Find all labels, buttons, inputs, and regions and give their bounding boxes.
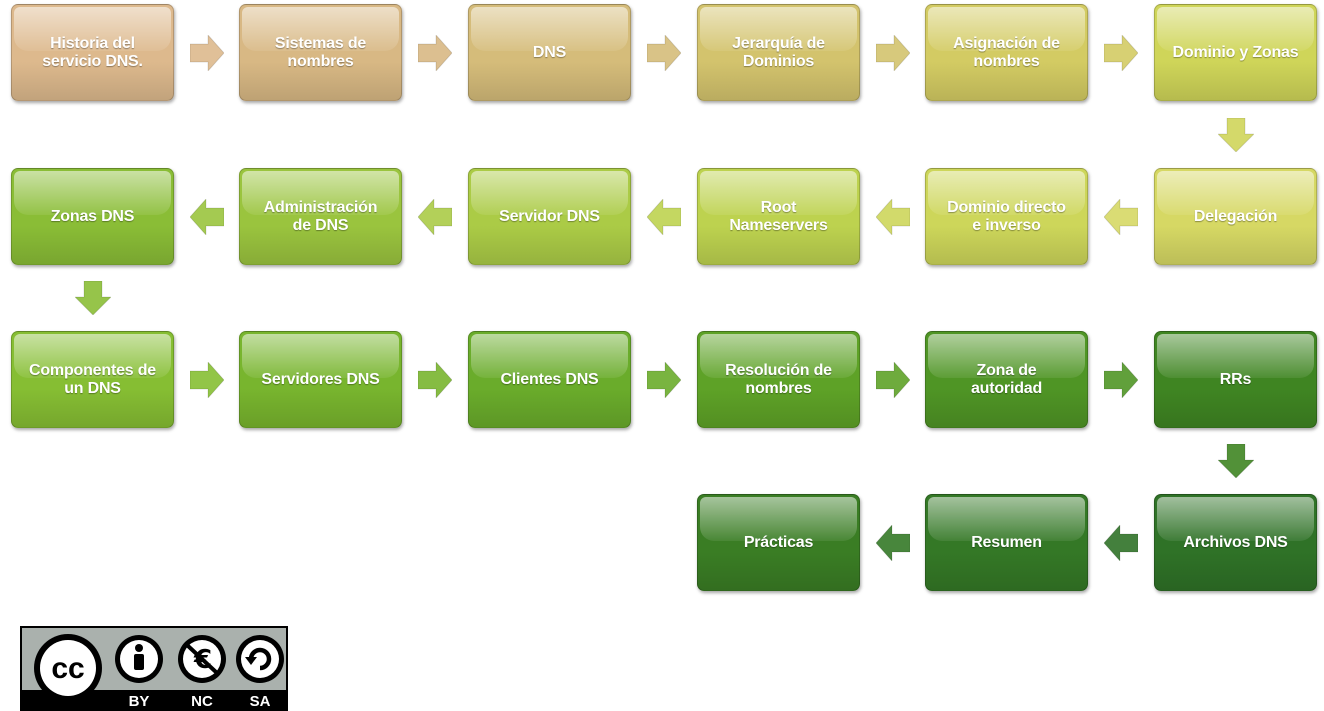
flow-step-12[interactable]: Zonas DNS bbox=[11, 168, 174, 265]
arrow-right-icon bbox=[418, 361, 452, 398]
flow-step-label: Servidor DNS bbox=[499, 207, 600, 225]
flow-step-7[interactable]: Delegación bbox=[1154, 168, 1317, 265]
cc-license-graphic: cc € BY NC SA bbox=[22, 628, 286, 709]
creative-commons-icon: cc bbox=[34, 634, 102, 702]
arrow-left-icon bbox=[189, 198, 224, 235]
flow-step-label: Jerarquía de Dominios bbox=[732, 34, 825, 70]
flow-step-label: Resumen bbox=[971, 533, 1042, 551]
flow-step-label: Resolución de nombres bbox=[725, 361, 832, 397]
arrow-left-icon bbox=[647, 198, 681, 235]
flow-step-label: Dominio directo e inverso bbox=[947, 198, 1066, 234]
flow-step-label: DNS bbox=[532, 43, 567, 61]
flow-step-label: Asignación de nombres bbox=[953, 34, 1060, 70]
flow-step-label: Sistemas de nombres bbox=[274, 34, 367, 70]
arrow-right-icon bbox=[418, 34, 452, 71]
flow-step-1[interactable]: Historia del servicio DNS. bbox=[11, 4, 174, 101]
license-label-sa: SA bbox=[250, 693, 271, 709]
flow-step-label: Archivos DNS bbox=[1183, 533, 1288, 551]
license-label-by: BY bbox=[129, 693, 150, 709]
arrow-left-icon bbox=[1104, 198, 1138, 235]
flow-step-label: Zonas DNS bbox=[50, 207, 135, 225]
license-label-nc: NC bbox=[191, 693, 213, 709]
flow-step-label: Dominio y Zonas bbox=[1172, 43, 1299, 61]
arrow-right-icon bbox=[647, 34, 681, 71]
flow-step-17[interactable]: Zona de autoridad bbox=[925, 331, 1088, 428]
share-alike-icon bbox=[236, 635, 284, 683]
arrow-left-icon bbox=[875, 198, 910, 235]
flow-step-11[interactable]: Administración de DNS bbox=[239, 168, 402, 265]
flow-step-label: Prácticas bbox=[743, 533, 814, 551]
arrow-down-icon bbox=[1217, 444, 1254, 478]
flow-step-6[interactable]: Dominio y Zonas bbox=[1154, 4, 1317, 101]
arrow-left-icon bbox=[875, 524, 910, 561]
flow-step-label: Componentes de un DNS bbox=[29, 361, 156, 397]
flow-step-19[interactable]: Archivos DNS bbox=[1154, 494, 1317, 591]
flow-step-5[interactable]: Asignación de nombres bbox=[925, 4, 1088, 101]
arrow-right-icon bbox=[1104, 361, 1138, 398]
flow-step-label: Root Nameservers bbox=[729, 198, 828, 234]
arrow-right-icon bbox=[875, 34, 910, 71]
flow-step-label: Administración de DNS bbox=[263, 198, 378, 234]
flow-step-label: Zona de autoridad bbox=[970, 361, 1043, 397]
flow-step-20[interactable]: Resumen bbox=[925, 494, 1088, 591]
arrow-left-icon bbox=[1104, 524, 1138, 561]
flow-step-10[interactable]: Servidor DNS bbox=[468, 168, 631, 265]
flow-step-label: Clientes DNS bbox=[500, 370, 599, 388]
non-commercial-icon: € bbox=[178, 635, 226, 683]
flow-step-14[interactable]: Servidores DNS bbox=[239, 331, 402, 428]
arrow-right-icon bbox=[189, 361, 224, 398]
arrow-left-icon bbox=[418, 198, 452, 235]
flow-step-2[interactable]: Sistemas de nombres bbox=[239, 4, 402, 101]
arrow-down-icon bbox=[74, 281, 111, 315]
flow-step-3[interactable]: DNS bbox=[468, 4, 631, 101]
arrow-right-icon bbox=[647, 361, 681, 398]
flow-step-21[interactable]: Prácticas bbox=[697, 494, 860, 591]
flow-step-label: Historia del servicio DNS. bbox=[42, 34, 143, 70]
flow-step-18[interactable]: RRs bbox=[1154, 331, 1317, 428]
flow-step-label: Delegación bbox=[1193, 207, 1278, 225]
flow-step-label: Servidores DNS bbox=[261, 370, 380, 388]
arrow-right-icon bbox=[189, 34, 224, 71]
arrow-right-icon bbox=[1104, 34, 1138, 71]
flow-step-label: RRs bbox=[1219, 370, 1252, 388]
flow-step-15[interactable]: Clientes DNS bbox=[468, 331, 631, 428]
flow-step-16[interactable]: Resolución de nombres bbox=[697, 331, 860, 428]
flow-step-4[interactable]: Jerarquía de Dominios bbox=[697, 4, 860, 101]
flow-step-8[interactable]: Dominio directo e inverso bbox=[925, 168, 1088, 265]
arrow-right-icon bbox=[875, 361, 910, 398]
cc-license-badge: cc € BY NC SA bbox=[20, 626, 288, 711]
attribution-icon bbox=[115, 635, 163, 683]
flow-step-13[interactable]: Componentes de un DNS bbox=[11, 331, 174, 428]
arrow-down-icon bbox=[1217, 117, 1254, 152]
flow-step-9[interactable]: Root Nameservers bbox=[697, 168, 860, 265]
cc-text: cc bbox=[51, 652, 84, 685]
